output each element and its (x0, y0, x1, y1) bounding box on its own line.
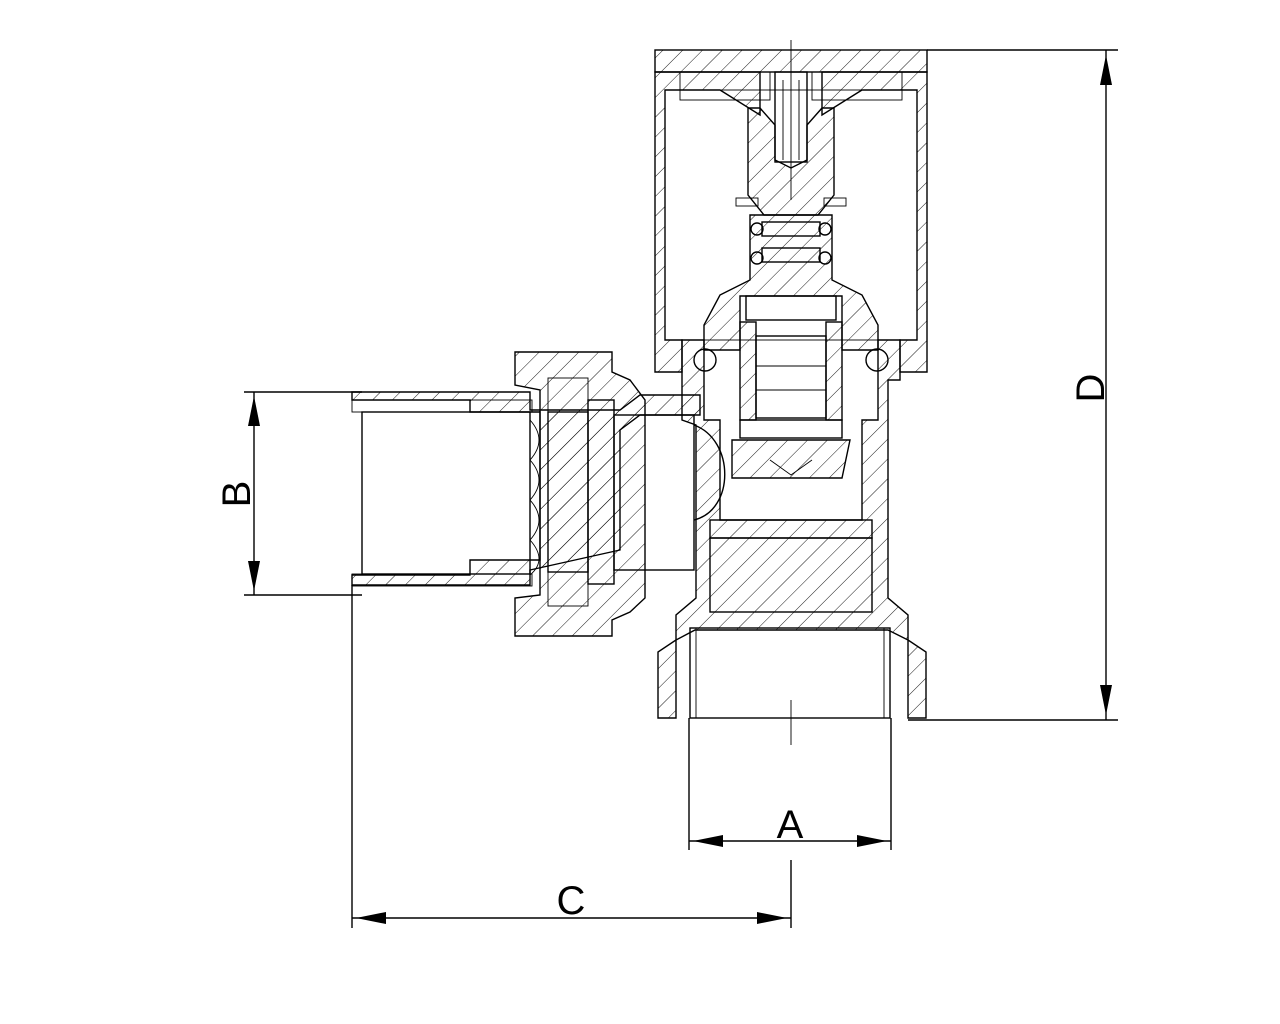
dimension-d-label: D (1069, 374, 1113, 403)
dimension-a-label: A (777, 803, 804, 847)
gland-nut (693, 214, 889, 372)
union-tailpiece (351, 391, 701, 587)
dimension-a (688, 718, 892, 850)
dimension-c-label: C (557, 879, 586, 923)
union-nut (514, 351, 726, 637)
dimension-b-label: B (215, 481, 259, 508)
dimension-d (908, 49, 1118, 721)
dimension-c (351, 585, 792, 928)
stem-insert (731, 295, 851, 479)
dimension-b (244, 391, 362, 596)
handle-cap (654, 49, 928, 373)
valve-body (657, 339, 927, 719)
